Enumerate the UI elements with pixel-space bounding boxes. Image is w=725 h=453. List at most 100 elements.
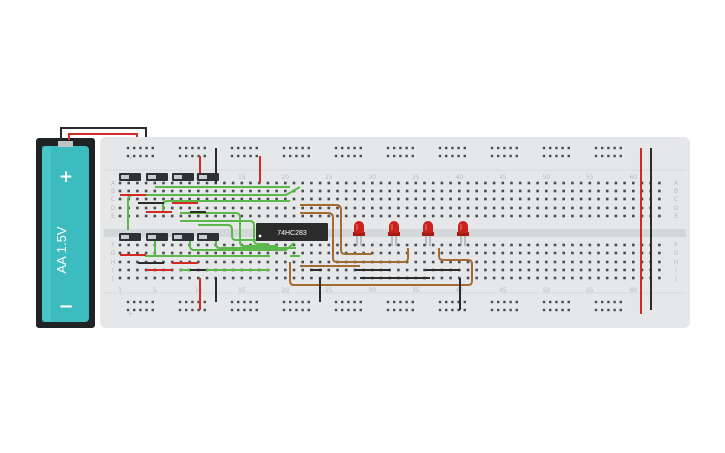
slide-switch[interactable] [119,173,141,181]
hole [405,206,409,210]
hole [231,243,235,247]
switch-knob[interactable] [121,235,129,239]
slide-switch[interactable] [172,233,194,241]
wire-brown-1[interactable] [300,204,372,255]
slide-switches[interactable] [119,173,219,241]
slide-switch[interactable] [146,233,168,241]
rail-hole [503,308,506,312]
hole [414,214,418,218]
hole [431,197,435,201]
rail-hole [359,308,362,312]
rail-hole [601,146,604,150]
hole [310,243,313,247]
switch-knob[interactable] [199,235,207,239]
wire-green-7[interactable] [189,240,295,251]
wire-brown-2[interactable] [300,212,409,263]
rail-hole [139,146,142,150]
hole [371,251,374,255]
hole [571,214,574,218]
hole [275,268,278,272]
hole [458,206,461,210]
rail-hole [301,300,304,304]
rail-hole [230,308,234,312]
hole [605,214,609,218]
switch-knob[interactable] [148,235,156,239]
hole [571,181,574,185]
led[interactable] [388,221,400,246]
hole [205,214,209,218]
hole [501,251,505,255]
switch-knob[interactable] [174,175,182,179]
rail-hole [399,146,402,150]
hole [545,251,548,255]
hole [179,189,183,193]
wire-green-4[interactable] [162,200,290,212]
slide-switch[interactable] [197,233,219,241]
hole [144,214,148,218]
slide-switch[interactable] [119,233,141,241]
rail-hole [243,300,246,304]
hole [431,189,435,193]
hole [449,206,452,210]
rail-hole [445,300,448,304]
chip-74hc283[interactable]: 74HC283 [256,223,328,241]
hole [571,276,574,280]
rail-hole [613,300,616,304]
switch-knob[interactable] [121,175,129,179]
rail-hole [393,146,396,150]
brown-wires[interactable] [289,204,473,286]
hole [179,206,183,210]
rail-hole [178,154,182,158]
hole [170,251,174,255]
column-number-bottom: 25 [325,287,333,294]
hole [379,243,383,247]
wire-green-9[interactable] [198,224,262,241]
hole [588,189,592,193]
switch-knob[interactable] [174,235,182,239]
switch-knob[interactable] [199,175,207,179]
hole [449,276,452,280]
rail-hole [393,308,396,312]
hole [492,260,496,264]
rail-hole [515,146,518,150]
slide-switch[interactable] [172,173,194,181]
led[interactable] [422,221,434,246]
hole [301,189,304,193]
slide-switch[interactable] [197,173,219,181]
led[interactable] [353,221,365,246]
hole [353,268,357,272]
hole [571,268,574,272]
hole [405,197,409,201]
hole [466,268,470,272]
rail-hole [555,146,558,150]
hole [223,260,226,264]
hole [257,251,261,255]
hole [353,276,357,280]
rail-hole [542,308,546,312]
rail-hole [307,300,310,304]
battery-pack[interactable]: + AA 1.5V − [36,138,95,328]
wire-green-6[interactable] [180,212,278,247]
power-jumpers[interactable] [120,148,652,314]
hole [501,268,505,272]
slide-switch[interactable] [146,173,168,181]
rail-hole [334,146,338,150]
switch-knob[interactable] [148,175,156,179]
led[interactable] [457,221,469,246]
hole [223,181,226,185]
rail-hole [555,154,558,158]
wire-green-5[interactable] [180,220,268,245]
hole [136,268,139,272]
hole [553,189,557,193]
rail-hole [178,146,182,150]
hole [136,181,139,185]
rail-hole [555,300,558,304]
rail-hole [463,146,466,150]
rail-hole [549,308,552,312]
hole [292,214,296,218]
hole [571,197,574,201]
wire-brown-3[interactable] [289,248,473,286]
led-group[interactable] [353,221,469,246]
hole [327,268,331,272]
